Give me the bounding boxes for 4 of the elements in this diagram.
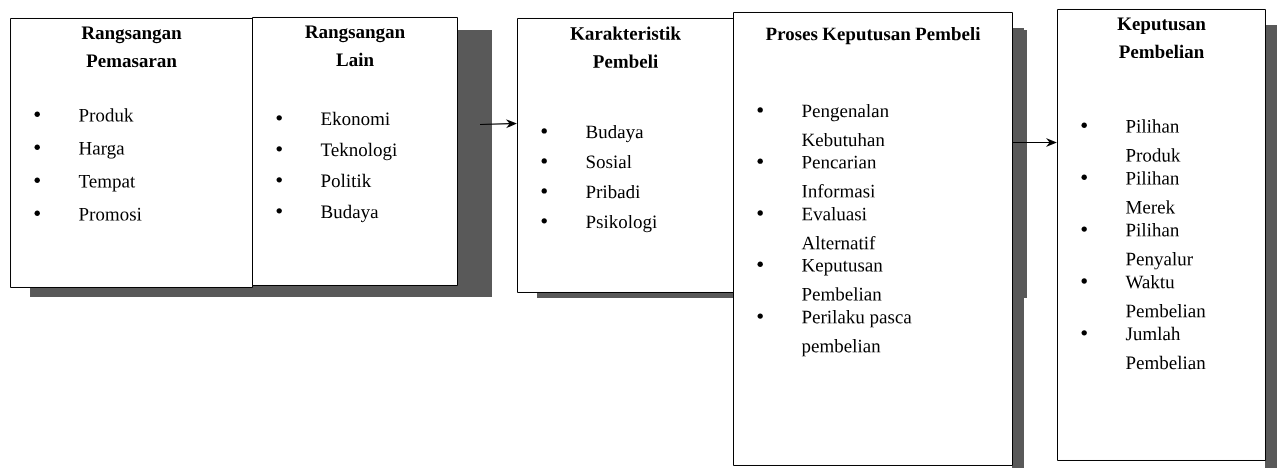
list-box: Rangsangan Pemasaran Produk Harga Tempat Promosi bbox=[10, 18, 253, 288]
list-box: Keputusan Pembelian Pilihan Produk Pilihan Merek Pilihan Penyalur Waktu Pembelian Jumlah Pembelian bbox=[1057, 9, 1266, 461]
list-box: Rangsangan Lain Ekonomi Teknologi Politik Budaya bbox=[252, 17, 458, 286]
list-box: Karakteristik Pembeli Budaya Sosial Pribadi Psikologi bbox=[517, 18, 734, 293]
